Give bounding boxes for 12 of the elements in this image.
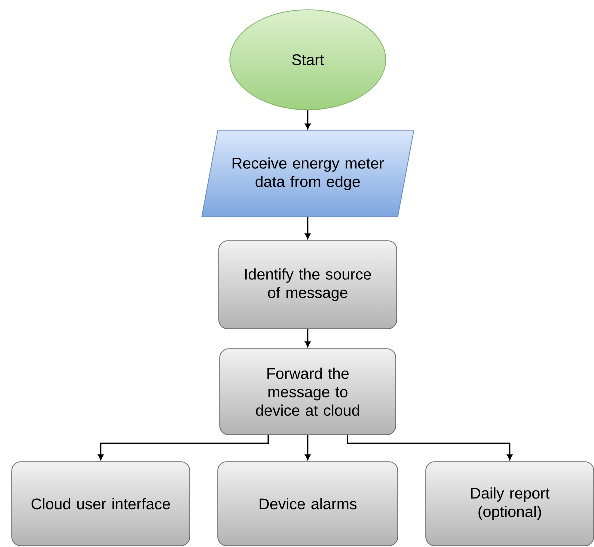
- arrow: [305, 110, 311, 130]
- process-box: Identify the source of message: [218, 240, 398, 330]
- process-box: Device alarms: [218, 462, 398, 546]
- input-parallelogram: Receive energy meter data from edge: [202, 130, 414, 218]
- arrow: [305, 435, 311, 460]
- process-box: Daily report (optional): [426, 462, 594, 546]
- process-box: Cloud user interface: [12, 462, 190, 546]
- arrow: [347, 435, 513, 460]
- arrow: [305, 217, 311, 240]
- process-box: Forward the message to device at cloud: [220, 348, 396, 436]
- arrow: [305, 329, 311, 348]
- arrow: [98, 435, 269, 460]
